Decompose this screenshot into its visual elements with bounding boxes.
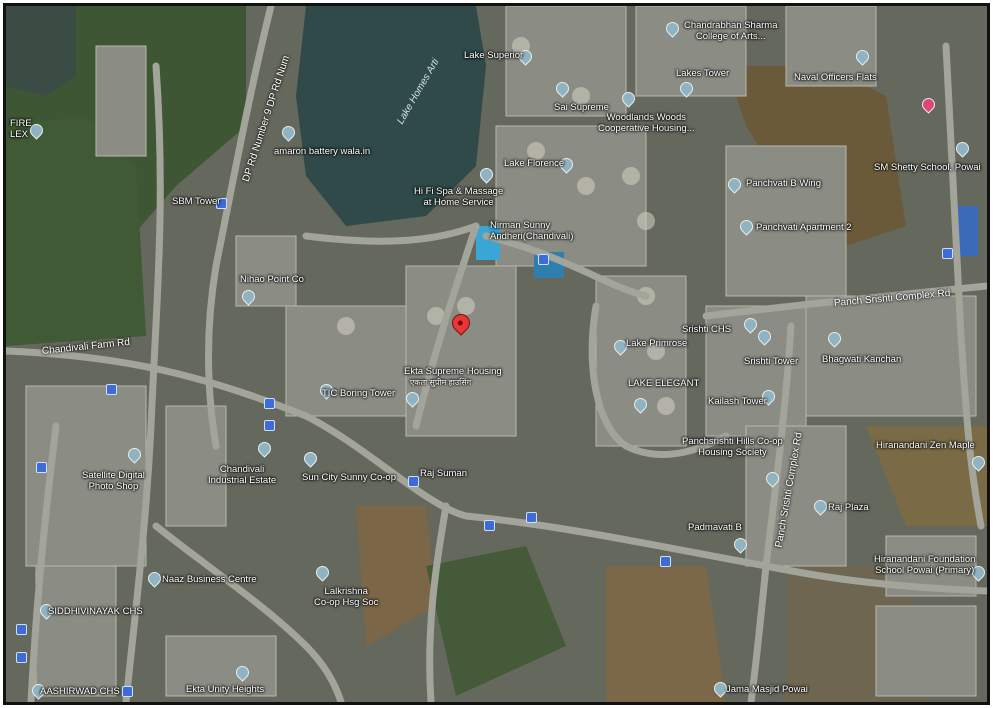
- place-label[interactable]: SBM Tower: [172, 196, 221, 207]
- bus-stop-icon[interactable]: [16, 624, 27, 635]
- place-label[interactable]: Chandivali Industrial Estate: [208, 464, 277, 486]
- place-label[interactable]: SM Shetty School, Powai: [874, 162, 981, 173]
- place-label[interactable]: Lake Superior: [464, 50, 524, 61]
- place-label[interactable]: Naaz Business Centre: [162, 574, 257, 585]
- bus-stop-icon[interactable]: [660, 556, 671, 567]
- bus-stop-icon[interactable]: [526, 512, 537, 523]
- place-label[interactable]: LAKE ELEGANT: [628, 378, 700, 389]
- bus-stop-icon[interactable]: [122, 686, 133, 697]
- place-label[interactable]: Hiranandani Zen Maple: [876, 440, 975, 451]
- place-label[interactable]: Jama Masjid Powai: [726, 684, 808, 695]
- place-label[interactable]: Lake Florence: [504, 158, 565, 169]
- bus-stop-icon[interactable]: [106, 384, 117, 395]
- place-label[interactable]: Panchvati B Wing: [746, 178, 821, 189]
- place-label[interactable]: Padmavati B: [688, 522, 742, 533]
- place-label[interactable]: Satellite Digital Photo Shop: [82, 470, 145, 492]
- place-label[interactable]: FIRE LEX: [10, 118, 32, 140]
- place-label[interactable]: Ekta Unity Heights: [186, 684, 265, 695]
- bus-stop-icon[interactable]: [36, 462, 47, 473]
- place-label[interactable]: Woodlands Woods Cooperative Housing...: [598, 112, 695, 134]
- bus-stop-icon[interactable]: [264, 398, 275, 409]
- place-label[interactable]: Lake Primrose: [626, 338, 688, 349]
- place-label[interactable]: Srishti Tower: [744, 356, 799, 367]
- place-label[interactable]: Nirman Sunny Andheri(Chandivali): [490, 220, 574, 242]
- place-label[interactable]: Raj Suman: [420, 468, 467, 479]
- place-label[interactable]: Chandrabhan Sharma College of Arts...: [684, 20, 778, 42]
- place-label[interactable]: Srishti CHS: [682, 324, 732, 335]
- place-label[interactable]: Panchvati Apartment 2: [756, 222, 852, 233]
- place-label[interactable]: Ekta Supreme Housing: [404, 366, 502, 377]
- satellite-map[interactable]: [6, 6, 987, 702]
- place-label[interactable]: Bhagwati Kanchan: [822, 354, 902, 365]
- bus-stop-icon[interactable]: [16, 652, 27, 663]
- bus-stop-icon[interactable]: [538, 254, 549, 265]
- place-label[interactable]: Kailash Tower: [708, 396, 767, 407]
- place-label[interactable]: Hi Fi Spa & Massage at Home Service: [414, 186, 504, 208]
- map-frame[interactable]: Chandivali Farm Rd DP Rd Number 9 DP Rd …: [3, 3, 990, 705]
- bus-stop-icon[interactable]: [484, 520, 495, 531]
- place-label[interactable]: Sai Supreme: [554, 102, 609, 113]
- place-label[interactable]: TIC Boring Tower: [322, 388, 396, 399]
- place-label[interactable]: Hiranandani Foundation School Powai (Pri…: [874, 554, 976, 576]
- place-label[interactable]: SIDDHIVINAYAK CHS: [48, 606, 143, 617]
- bus-stop-icon[interactable]: [942, 248, 953, 259]
- place-label[interactable]: amaron battery wala.in: [274, 146, 371, 157]
- bus-stop-icon[interactable]: [264, 420, 275, 431]
- place-label[interactable]: Sun City Sunny Co-op: [302, 472, 396, 483]
- place-sublabel: एकता सुप्रीम हाउसिंग: [410, 378, 472, 387]
- bus-stop-icon[interactable]: [216, 198, 227, 209]
- place-label[interactable]: Panchsrishti Hills Co-op Housing Society: [682, 436, 783, 458]
- place-label[interactable]: Nihao Point Co: [240, 274, 304, 285]
- place-label[interactable]: Raj Plaza: [828, 502, 869, 513]
- place-label[interactable]: Naval Officers Flats: [794, 72, 877, 83]
- bus-stop-icon[interactable]: [408, 476, 419, 487]
- place-label[interactable]: AASHIRWAD CHS: [40, 686, 120, 697]
- place-label[interactable]: Lalkrishna Co-op Hsg Soc: [314, 586, 379, 608]
- place-label[interactable]: Lakes Tower: [676, 68, 730, 79]
